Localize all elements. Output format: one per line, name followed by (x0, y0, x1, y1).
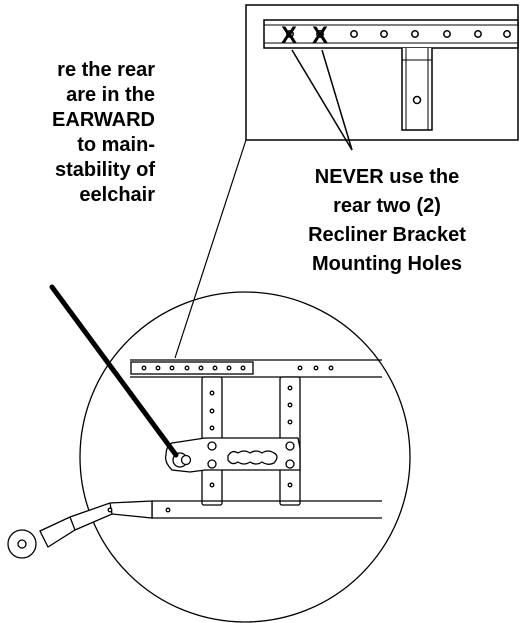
inset-rail-hole (411, 30, 419, 38)
inset-rail-hole (286, 30, 294, 38)
inset-rail-hole (316, 30, 324, 38)
inset-bracket-hole (412, 95, 422, 105)
left-note-line: re the rear (57, 59, 155, 81)
right-note-line: rear two (2) (333, 195, 441, 217)
left-instruction-note: re the rear are in the EARWARD to main- … (0, 58, 155, 208)
recliner-hole-bar (130, 361, 254, 375)
inset-vertical-bracket (401, 48, 433, 131)
inset-connector-line (174, 139, 247, 359)
left-note-line: to main- (77, 134, 155, 156)
right-warning-note: NEVER use the rear two (2) Recliner Brac… (262, 163, 512, 279)
left-note-line: eelchair (79, 184, 155, 206)
forbidden-hole-mark: X (312, 22, 328, 49)
inset-rail-hole (443, 30, 451, 38)
right-note-line: Recliner Bracket (308, 224, 466, 246)
inset-detail (245, 4, 519, 141)
inset-rail-hole (350, 30, 358, 38)
right-note-leaders (291, 49, 353, 151)
frame-assembly (7, 359, 382, 559)
left-note-line: are in the (66, 84, 155, 106)
left-note-line: stability of (54, 159, 155, 181)
left-note-line: EARWARD (52, 109, 155, 131)
right-note-line: NEVER use the (314, 166, 460, 188)
magnifier-circle (79, 291, 411, 623)
angled-leg (39, 500, 153, 548)
right-note-line: Mounting Holes (312, 253, 462, 275)
forbidden-hole-mark: X (281, 22, 297, 49)
inset-rail-hole (380, 30, 388, 38)
inset-rail-hole (503, 30, 511, 38)
inset-rail-hole (474, 30, 482, 38)
slot-opening (227, 450, 278, 465)
left-note-leader (49, 284, 179, 458)
